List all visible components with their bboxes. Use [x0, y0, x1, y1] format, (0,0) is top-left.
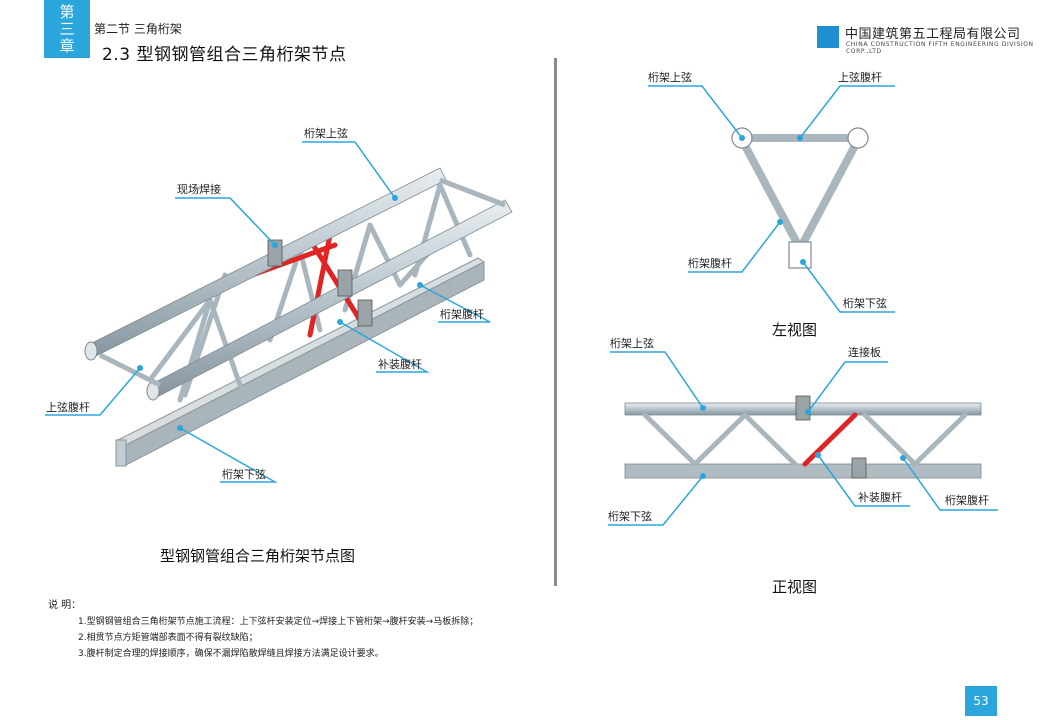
iso-label-top-chord: 桁架上弦	[304, 126, 348, 140]
front-label-top-chord: 桁架上弦	[610, 336, 654, 350]
front-label-web-member: 桁架腹杆	[945, 493, 989, 507]
chapter-tab: 第 三 章	[44, 0, 90, 58]
front-label-repair-web: 补装腹杆	[858, 490, 902, 504]
company-name-en: CHINA CONSTRUCTION FIFTH ENGINEERING DIV…	[846, 41, 1034, 55]
front-label-connect-plate: 连接板	[848, 345, 881, 359]
company-logo-icon	[817, 26, 839, 48]
company-name-cn: 中国建筑第五工程局有限公司	[845, 27, 1021, 42]
left-view-caption: 左视图	[772, 321, 818, 339]
left-view-diagram	[731, 127, 869, 269]
iso-label-repair-web: 补装腹杆	[378, 357, 422, 371]
iso-label-top-web: 上弦腹杆	[46, 400, 90, 414]
iso-label-bottom-chord: 桁架下弦	[222, 467, 266, 481]
note-item-2: 2.相贯节点方矩管端部表面不得有裂纹缺陷；	[78, 633, 258, 643]
note-item-1: 1.型钢钢管组合三角桁架节点施工流程：上下弦杆安装定位→焊接上下管桁架→腹杆安装…	[78, 617, 479, 627]
chapter-char-1: 第	[59, 3, 75, 21]
iso-leader-lines	[45, 141, 491, 483]
front-view-caption: 正视图	[772, 578, 818, 596]
left-label-top-web: 上弦腹杆	[838, 70, 882, 84]
page-number: 53	[965, 686, 997, 716]
chapter-char-2: 三	[59, 20, 75, 38]
iso-connection-plates	[267, 239, 373, 327]
page-title: 2.3 型钢钢管组合三角桁架节点	[102, 45, 347, 65]
section-label: 第二节 三角桁架	[94, 22, 182, 36]
iso-label-field-weld: 现场焊接	[177, 182, 221, 196]
chapter-char-3: 章	[59, 37, 75, 55]
note-item-3: 3.腹杆制定合理的焊接顺序，确保不漏焊陷散焊缝且焊接方法满足设计要求。	[78, 649, 384, 659]
iso-top-chord-pipes	[84, 167, 513, 401]
notes-section: 说 明： 1.型钢钢管组合三角桁架节点施工流程：上下弦杆安装定位→焊接上下管桁架…	[48, 598, 478, 662]
vertical-divider	[554, 58, 557, 586]
left-label-top-chord: 桁架上弦	[648, 70, 692, 84]
iso-view-caption: 型钢钢管组合三角桁架节点图	[160, 547, 356, 565]
iso-label-web-member: 桁架腹杆	[440, 307, 484, 321]
left-label-bottom-chord: 桁架下弦	[843, 296, 887, 310]
front-label-bottom-chord: 桁架下弦	[608, 509, 652, 523]
front-view-diagram	[624, 395, 982, 479]
left-label-web-member: 桁架腹杆	[688, 256, 732, 270]
notes-heading: 说 明：	[48, 600, 82, 611]
